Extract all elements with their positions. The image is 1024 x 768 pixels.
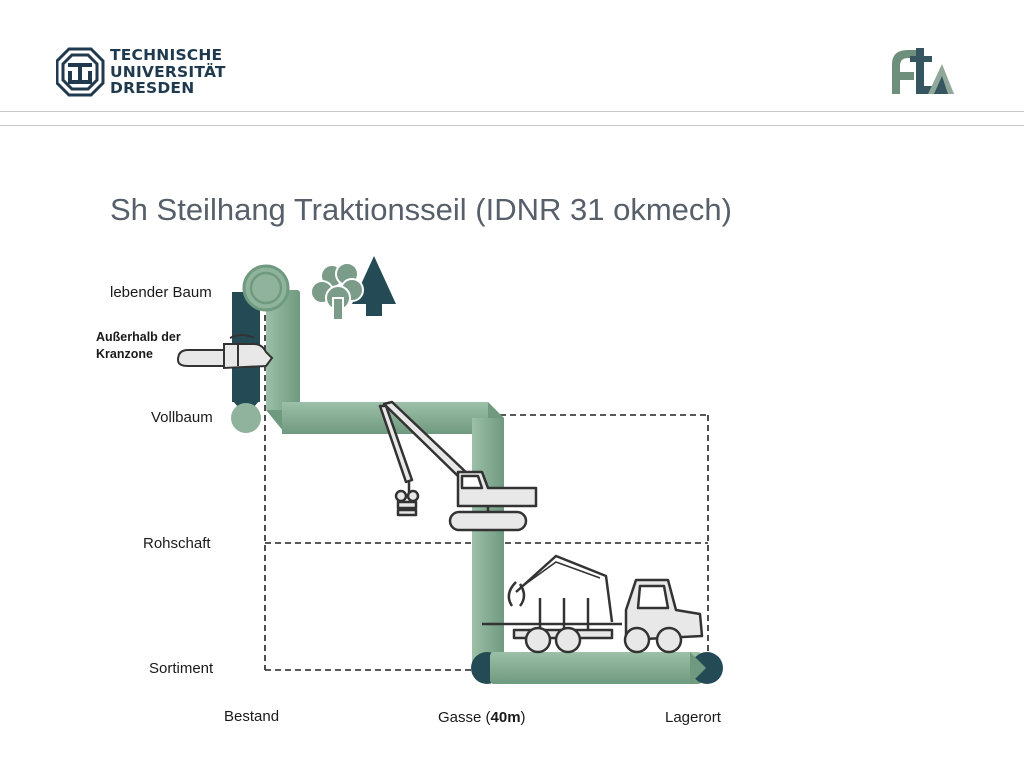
label-lebender-baum: lebender Baum (110, 284, 212, 301)
tu-dresden-logo-icon (56, 47, 105, 97)
label-rohschaft: Rohschaft (143, 535, 211, 552)
label-bestand: Bestand (224, 708, 280, 725)
university-line: UNIVERSITÄT (110, 62, 226, 81)
label-ausserhalb-line2: Kranzone (96, 347, 153, 361)
label-vollbaum: Vollbaum (151, 409, 213, 426)
label-gasse: Gasse (40m) (438, 709, 526, 726)
university-line: DRESDEN (110, 79, 195, 97)
label-ausserhalb-kranzone: Außerhalb der Kranzone (96, 329, 181, 363)
excavator-harvester-icon (378, 400, 538, 532)
label-ausserhalb-line1: Außerhalb der (96, 330, 181, 344)
header-rule-bottom (0, 125, 1024, 126)
trees-icon (310, 256, 396, 321)
label-sortiment: Sortiment (149, 660, 214, 677)
university-name: TECHNISCHE UNIVERSITÄT DRESDEN (110, 47, 226, 97)
tree-cross-section-icon (242, 264, 290, 312)
label-gasse-prefix: Gasse ( (438, 709, 491, 726)
chainsaw-icon (176, 334, 274, 370)
forwarder-icon (482, 554, 704, 654)
label-gasse-distance: 40m (490, 709, 521, 726)
ft-logo-icon (892, 48, 954, 94)
slide-header: TECHNISCHE UNIVERSITÄT DRESDEN (0, 0, 1024, 130)
slide-title: Sh Steilhang Traktionsseil (IDNR 31 okme… (110, 192, 732, 227)
university-line: TECHNISCHE (110, 46, 223, 64)
header-rule-top (0, 111, 1024, 112)
label-lagerort: Lagerort (665, 709, 721, 726)
label-gasse-suffix: ) (520, 709, 526, 726)
